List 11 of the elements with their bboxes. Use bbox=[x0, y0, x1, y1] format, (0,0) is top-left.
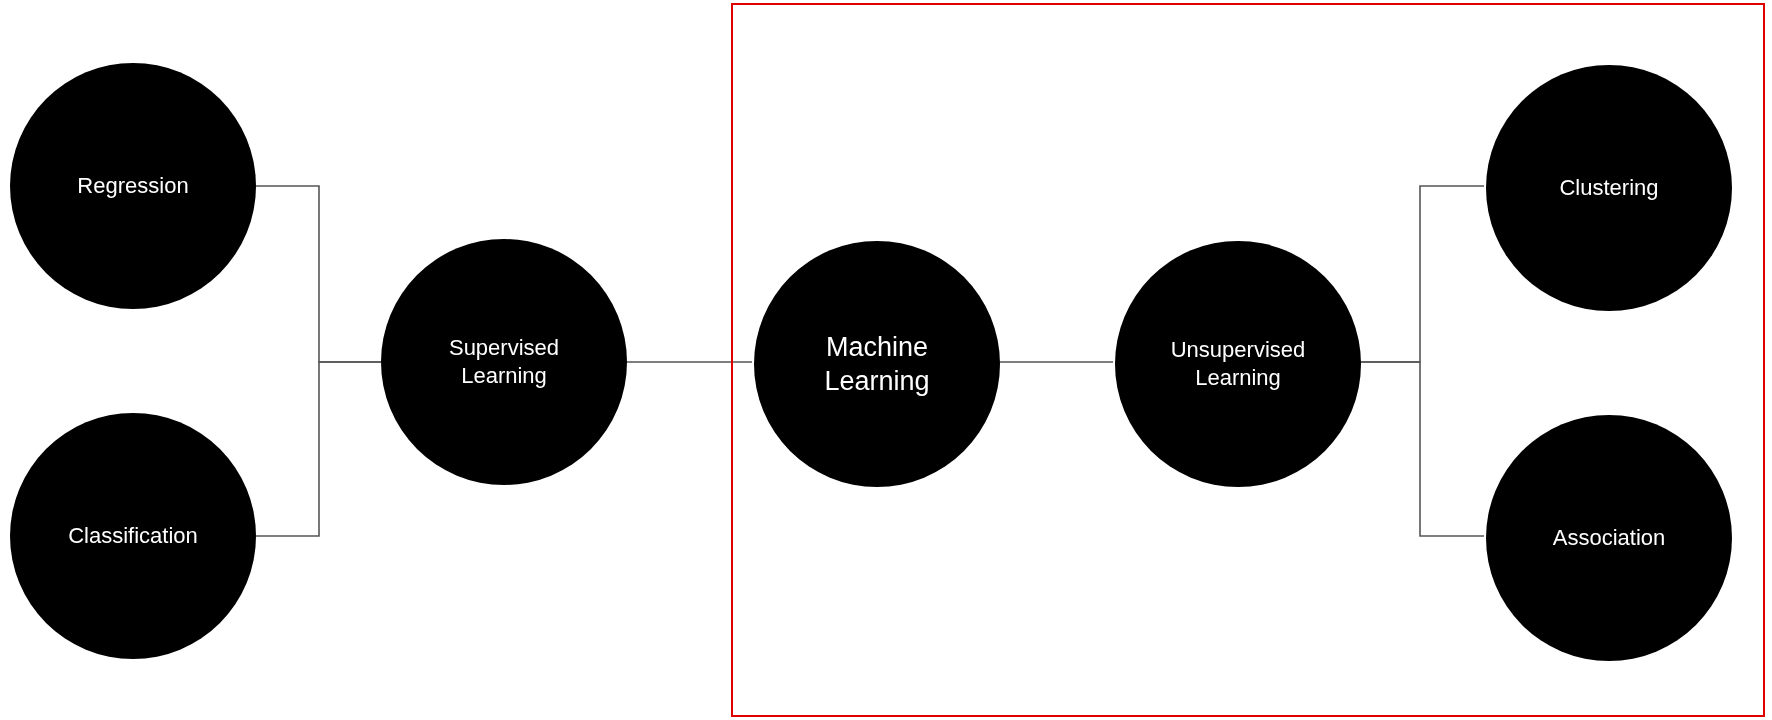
node-label: Machine Learning bbox=[823, 331, 931, 398]
connector-line bbox=[997, 361, 1114, 363]
node-label: Regression bbox=[77, 172, 189, 200]
node-label: Association bbox=[1552, 524, 1666, 552]
highlight-frame bbox=[731, 3, 1765, 717]
connector-line bbox=[255, 361, 382, 537]
connector-line bbox=[626, 361, 753, 363]
node-label: Classification bbox=[68, 522, 198, 550]
node-label: Supervised Learning bbox=[447, 334, 561, 390]
node-label: Clustering bbox=[1559, 174, 1659, 202]
node-label: Unsupervised Learning bbox=[1169, 336, 1307, 392]
